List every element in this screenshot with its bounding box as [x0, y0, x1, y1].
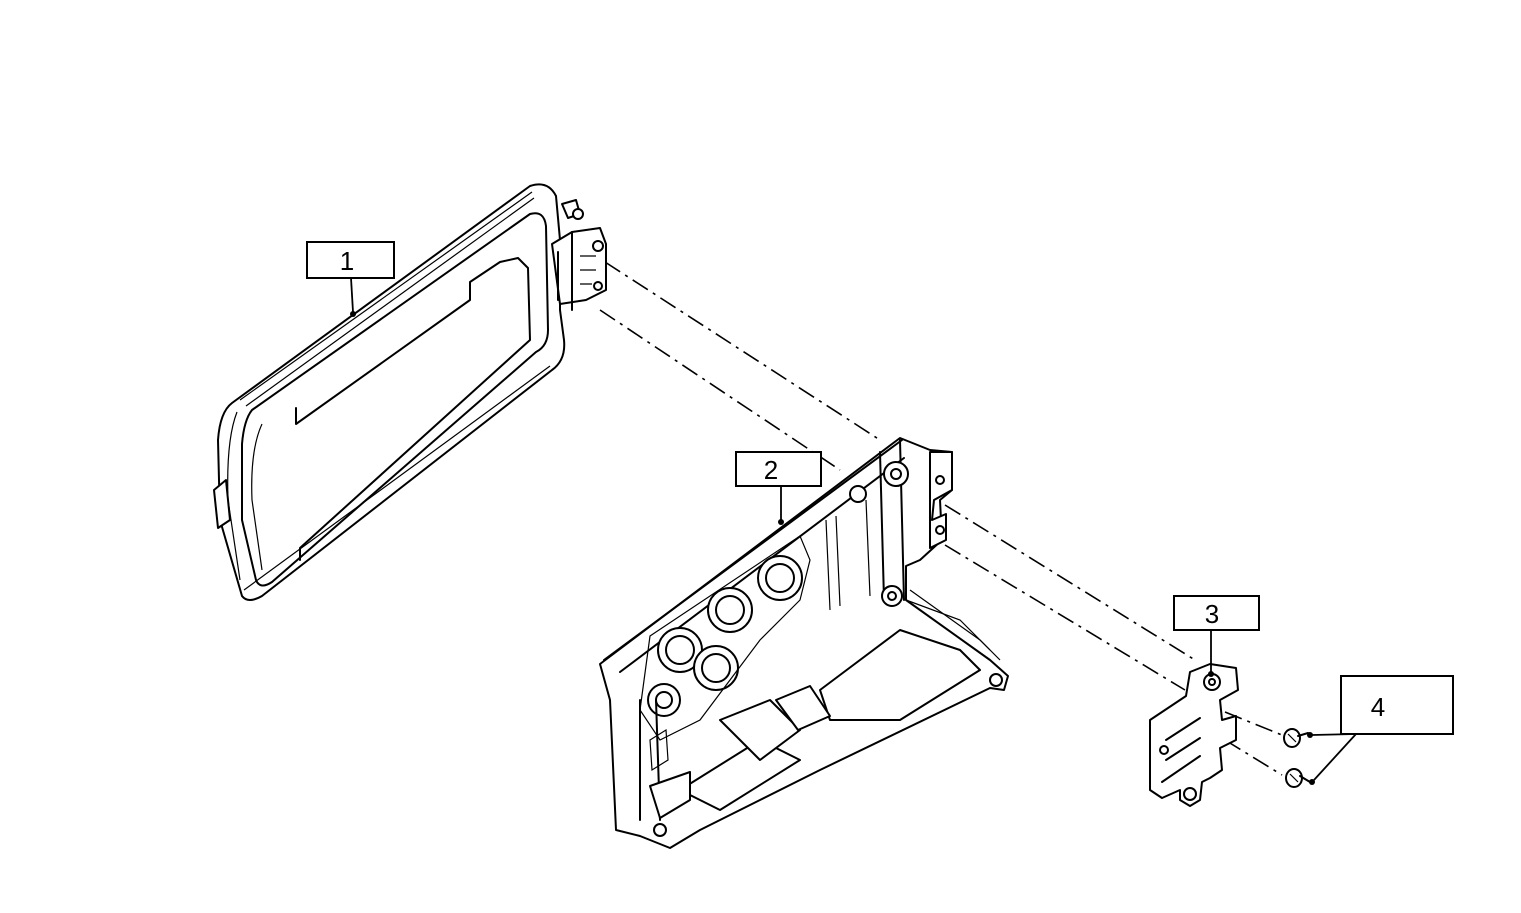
screw-upper [1283, 728, 1309, 748]
part-2-chassis-frame [599, 437, 1009, 849]
callout-4: 4 [1340, 675, 1454, 735]
screw-lower [1285, 768, 1311, 788]
part-3-bracket [1149, 663, 1239, 807]
callout-1-label: 1 [340, 246, 354, 276]
assembly-lines [599, 261, 1283, 776]
callout-3: 3 [1173, 595, 1260, 631]
callout-4-label: 4 [1371, 692, 1385, 722]
callout-1: 1 [306, 241, 395, 279]
lcd-hinge [551, 199, 607, 311]
callout-2: 2 [735, 451, 822, 487]
part-1-lcd-panel [213, 183, 607, 601]
leader-lines [350, 277, 1357, 785]
callout-3-label: 3 [1205, 599, 1219, 629]
part-4-screws [1283, 728, 1311, 788]
callout-2-label: 2 [764, 455, 778, 485]
